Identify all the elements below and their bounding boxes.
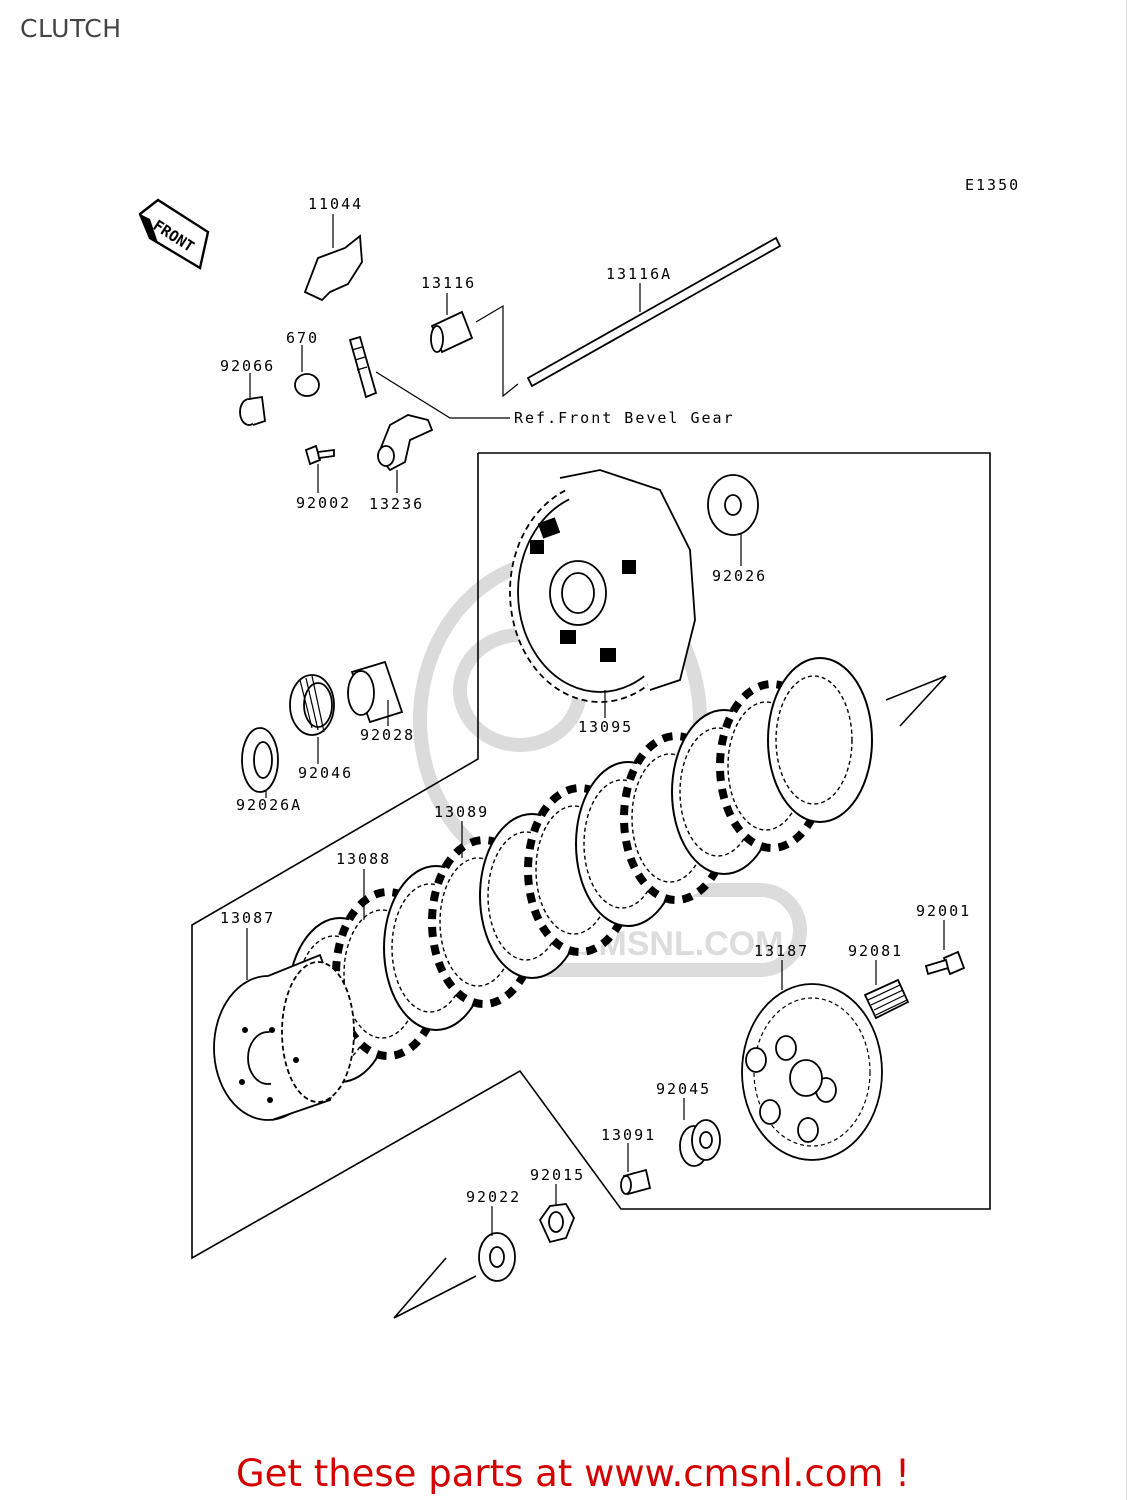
part-92045-ball-bearing <box>679 1119 721 1167</box>
part-label-13116A: 13116A <box>606 265 672 283</box>
part-label-13236: 13236 <box>369 495 424 513</box>
part-92001-bolt <box>924 950 966 976</box>
part-label-13087: 13087 <box>220 909 275 927</box>
part-13087-clutch-hub <box>213 953 355 1121</box>
part-labels: 11044 13116 13116A 670 92066 92002 13236 92026 1… <box>220 195 971 1206</box>
page-title: CLUTCH <box>20 14 122 43</box>
part-label-92002: 92002 <box>296 494 351 512</box>
part-label-92026: 92026 <box>712 567 767 585</box>
part-92026-washer <box>707 474 759 536</box>
part-11044-cover <box>303 234 363 302</box>
part-label-13089: 13089 <box>434 803 489 821</box>
clutch-exploded-diagram: WWW.CMSNL.COM FRONT E1350 <box>138 176 1020 1319</box>
part-label-92081: 92081 <box>848 942 903 960</box>
assembly-outline <box>191 452 991 1260</box>
part-13116A-rod <box>526 236 782 388</box>
part-label-92028: 92028 <box>360 726 415 744</box>
clutch-plate <box>767 657 873 823</box>
front-arrow-icon: FRONT <box>138 198 210 270</box>
part-670-oring <box>294 373 320 397</box>
part-label-670: 670 <box>286 329 319 347</box>
part-label-92022: 92022 <box>466 1188 521 1206</box>
part-92026A-washer <box>241 727 279 793</box>
part-13187-pressure-plate <box>741 983 883 1161</box>
part-13095-clutch-housing <box>509 469 696 703</box>
part-label-92026A: 92026A <box>236 796 302 814</box>
part-label-13095: 13095 <box>578 718 633 736</box>
part-shaft <box>348 335 378 399</box>
part-92002-bolt <box>304 444 335 466</box>
part-92046-needle-bearing <box>289 674 335 736</box>
diagram-code: E1350 <box>965 176 1020 194</box>
part-label-92015: 92015 <box>530 1166 585 1184</box>
direction-marker-bottom <box>393 1257 477 1319</box>
reference-note: Ref.Front Bevel Gear <box>514 409 735 427</box>
cta-footer[interactable]: Get these parts at www.cmsnl.com ! <box>235 1452 910 1495</box>
part-label-92066: 92066 <box>220 357 275 375</box>
part-92066-plug <box>239 395 266 426</box>
part-13236-lever <box>376 414 434 472</box>
part-label-13091: 13091 <box>601 1126 656 1144</box>
part-92081-spring <box>863 978 910 1020</box>
part-label-11044: 11044 <box>308 195 363 213</box>
page-edge <box>1126 0 1127 1500</box>
part-92022-washer <box>478 1232 516 1282</box>
part-label-13187: 13187 <box>754 942 809 960</box>
part-label-92001: 92001 <box>916 902 971 920</box>
part-label-13088: 13088 <box>336 850 391 868</box>
part-label-92045: 92045 <box>656 1080 711 1098</box>
part-label-13116: 13116 <box>421 274 476 292</box>
part-92028-collar <box>347 660 404 724</box>
part-label-92046: 92046 <box>298 764 353 782</box>
direction-marker-top <box>885 675 947 727</box>
part-13091-pin <box>620 1168 652 1196</box>
part-13116-sleeve <box>430 310 474 354</box>
part-92015-nut <box>538 1203 575 1244</box>
clutch-plate-inner <box>775 675 853 805</box>
